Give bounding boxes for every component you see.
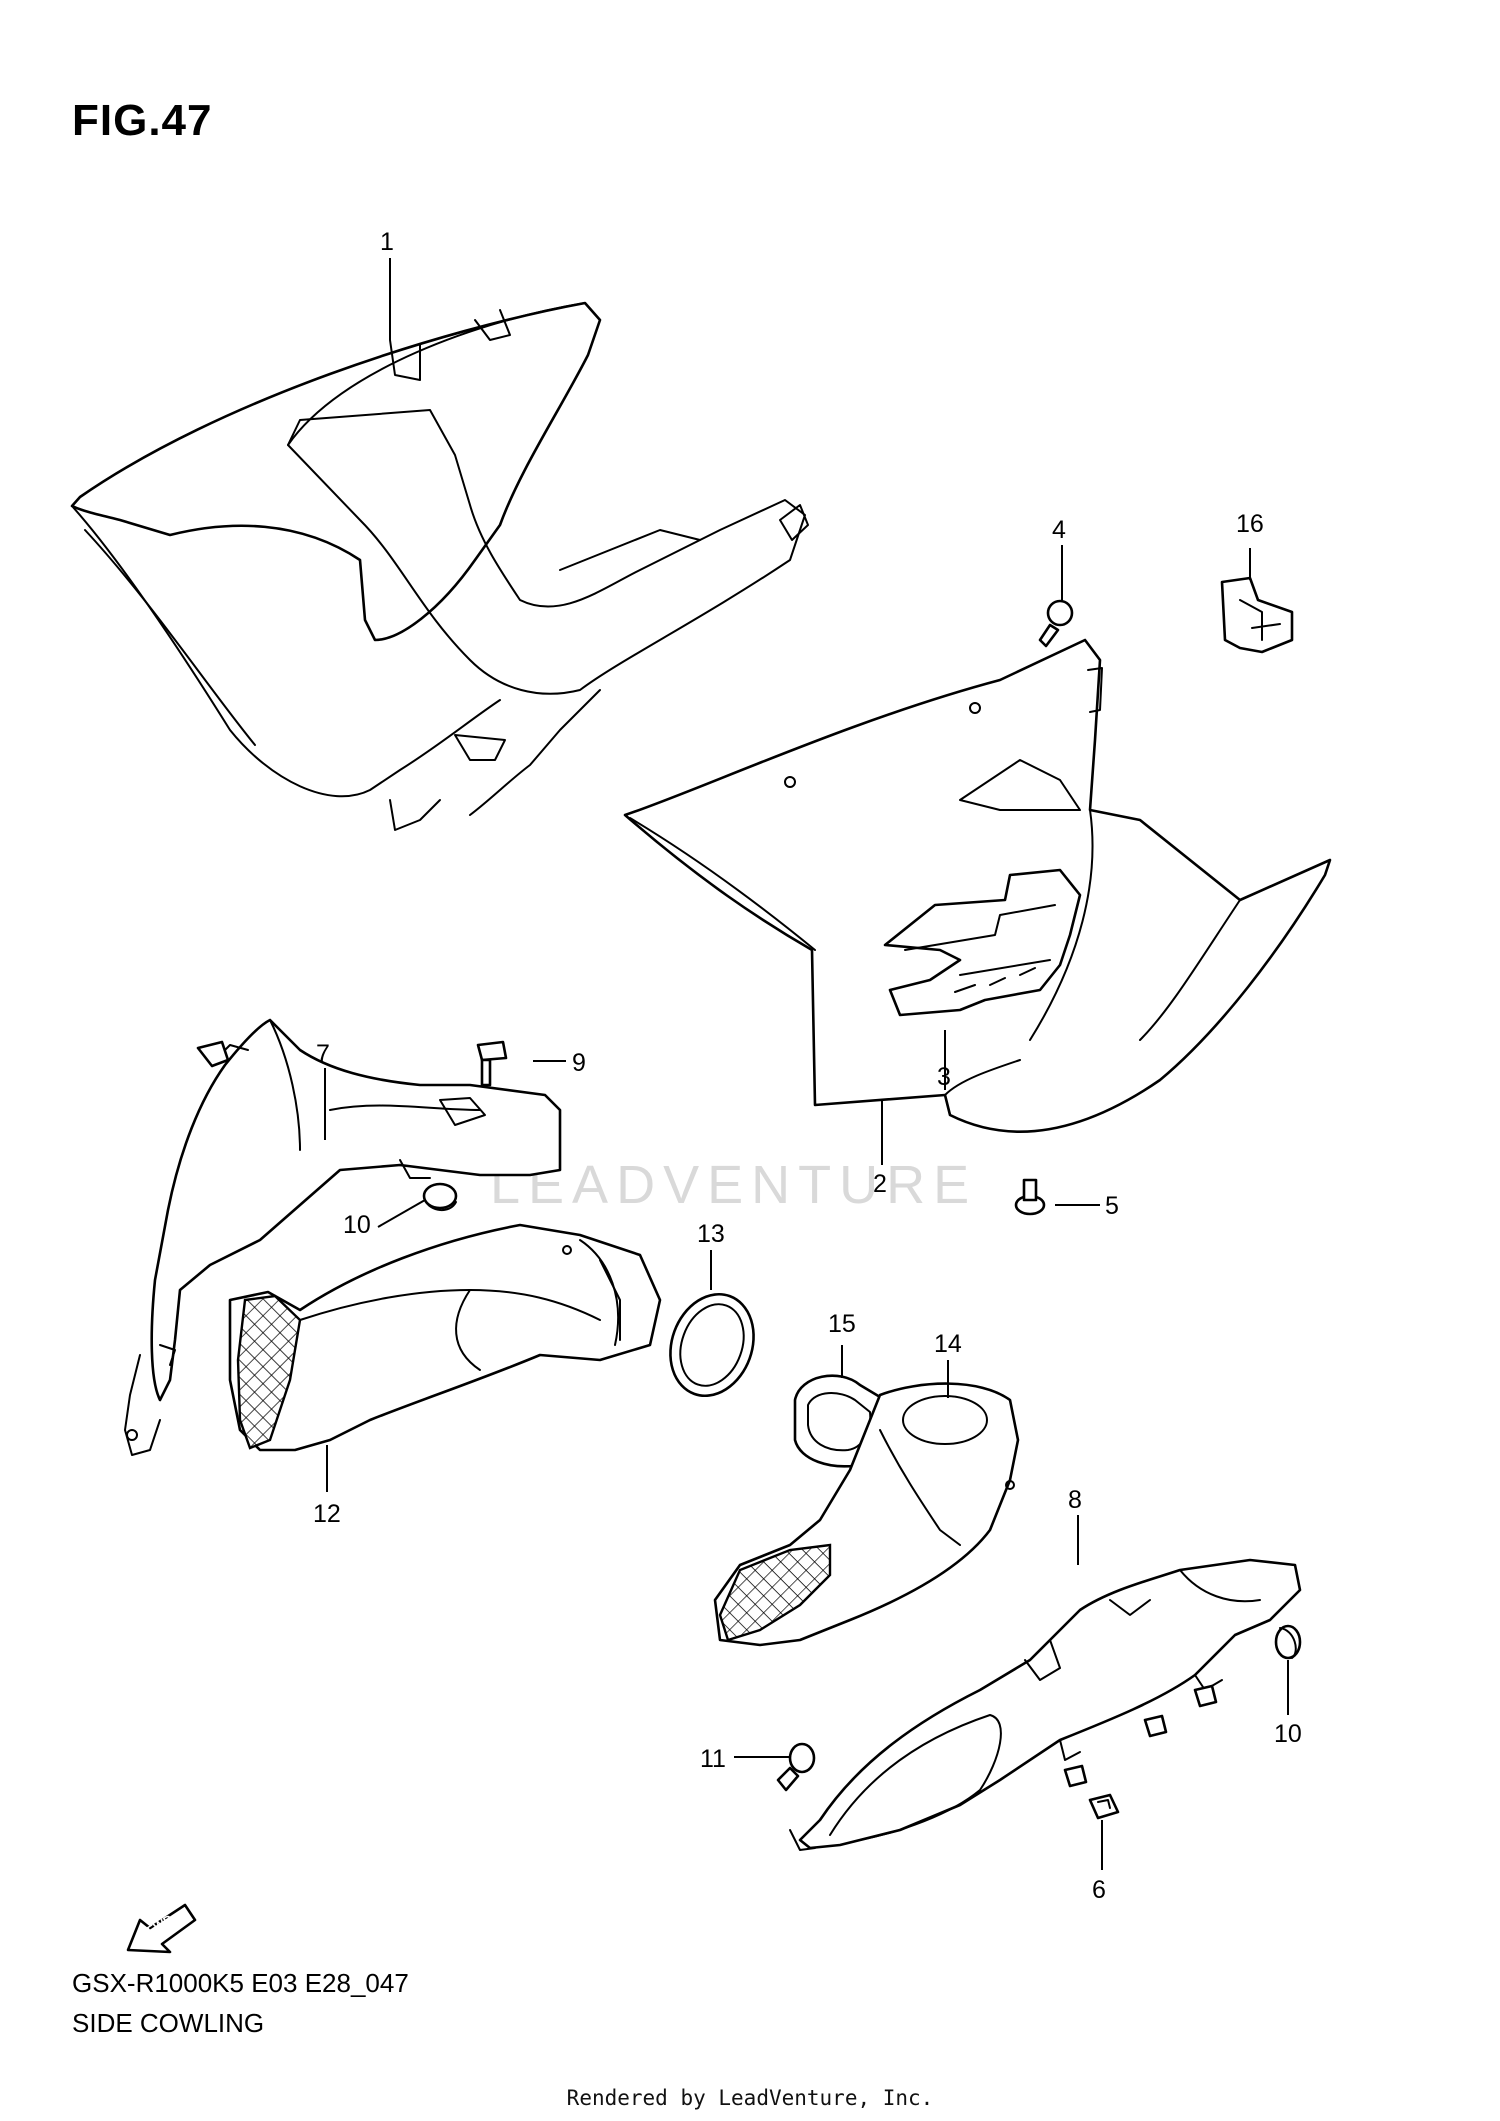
callout-1: 1 [380, 228, 394, 256]
callout-11: 11 [700, 1745, 726, 1773]
callout-4: 4 [1052, 516, 1066, 544]
callout-15: 15 [828, 1310, 856, 1338]
callout-12: 12 [313, 1500, 341, 1528]
part-6-clip-nut [1088, 1793, 1120, 1820]
callout-8: 8 [1068, 1486, 1082, 1514]
callout-9: 9 [572, 1049, 586, 1077]
part-9-push-rivet [196, 1040, 230, 1068]
callout-5: 5 [1105, 1192, 1119, 1220]
part-8-lower-cowl [789, 1558, 1302, 1851]
callout-leader-lines [324, 258, 1289, 1870]
rendered-by-footer: Rendered by LeadVenture, Inc. [566, 2086, 934, 2110]
callout-3: 3 [937, 1063, 951, 1091]
part-1-inner-cowling [70, 301, 809, 831]
part-2-outer-side-cowling [623, 638, 1332, 1133]
part-12-air-duct [228, 1223, 662, 1452]
callout-7: 7 [316, 1040, 330, 1068]
figure-title: FIG.47 [72, 96, 213, 145]
callout-10-upper: 10 [343, 1211, 371, 1239]
part-10-grommet-upper [422, 1182, 458, 1211]
part-7-inner-panel [124, 1018, 562, 1456]
part-3-emblem [883, 868, 1082, 1017]
section-name: SIDE COWLING [72, 2008, 265, 2038]
part-13-seal-ring [669, 1292, 755, 1398]
part-11-bolt [776, 1742, 816, 1792]
part-16-clip [1220, 576, 1294, 654]
callout-2: 2 [873, 1170, 887, 1198]
part-9-rivet-head [476, 1040, 508, 1087]
callout-14: 14 [934, 1330, 962, 1358]
callout-6: 6 [1092, 1876, 1106, 1904]
callout-16: 16 [1236, 510, 1264, 538]
part-5-screw [1014, 1178, 1046, 1216]
model-code: GSX-R1000K5 E03 E28_047 [72, 1968, 409, 1998]
callout-13: 13 [697, 1220, 725, 1248]
callout-10-lower: 10 [1274, 1720, 1302, 1748]
forward-direction-arrow: FWD [126, 1903, 197, 1954]
watermark-text: LEADVENTURE [490, 1155, 977, 1215]
part-10-grommet-lower [1274, 1624, 1302, 1660]
part-4-screw [1038, 599, 1074, 648]
lower-cowl-clips [1063, 1684, 1218, 1788]
